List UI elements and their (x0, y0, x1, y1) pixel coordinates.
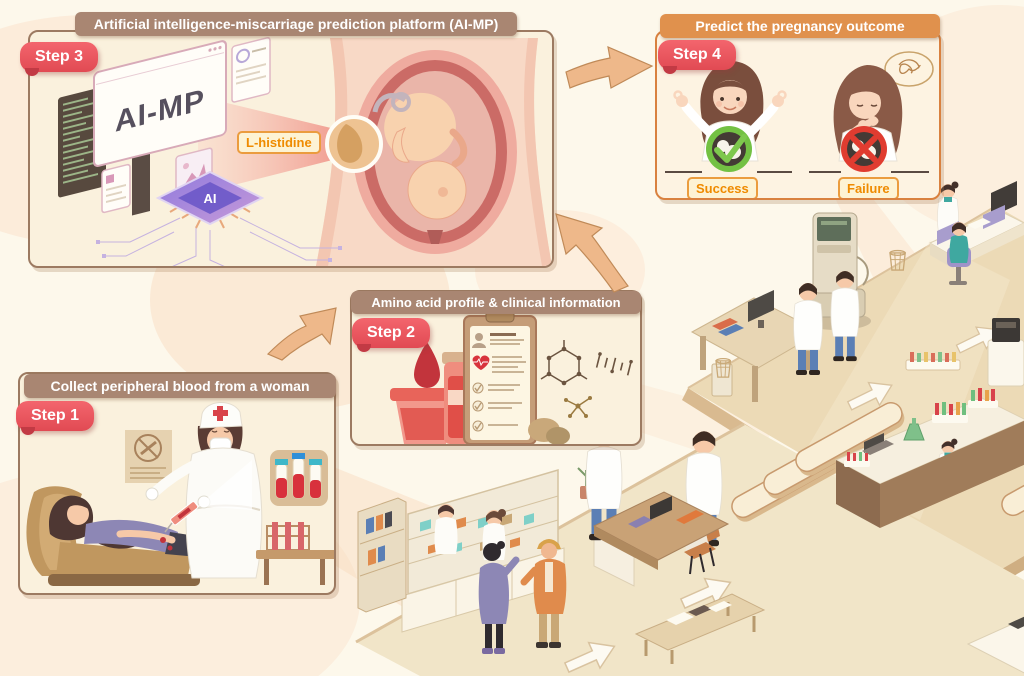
small-molecule-icon (564, 396, 592, 418)
tube-rack (905, 352, 961, 371)
failure-tag: Failure (838, 177, 899, 198)
test-tube-icon (292, 453, 305, 499)
cross-icon (850, 135, 878, 163)
placenta-highlight (325, 115, 383, 173)
ai-computer-illustration: AI-MP (58, 37, 342, 266)
printer-icon (992, 318, 1020, 342)
cells-icon (528, 418, 570, 444)
printer-cabinet (987, 318, 1024, 387)
step2-title: Amino acid profile & clinical informatio… (351, 291, 641, 314)
pregnant-abdomen-illustration (316, 38, 552, 266)
syringe-icon (160, 501, 199, 551)
step1-panel: Collect peripheral blood from a woman St… (16, 372, 336, 595)
test-tube-icon (309, 459, 322, 499)
main-screen (93, 40, 227, 167)
outcome-illustration (665, 51, 934, 173)
test-tube-icon (275, 459, 288, 499)
zoom-cone (198, 460, 252, 510)
l-histidine-tag: L-histidine (237, 131, 321, 154)
step-benches (731, 401, 1024, 522)
bookshelf (357, 497, 407, 613)
step4-badge: Step 4 (658, 40, 737, 74)
consultation-desk (577, 424, 730, 587)
profile-illustration (390, 307, 633, 444)
blood-drop-icon (414, 342, 440, 388)
step1-badge: Step 1 (16, 401, 95, 435)
customer-woman-figure (478, 541, 520, 654)
customer-man-figure (520, 539, 567, 648)
checkmark-icon (714, 134, 747, 163)
laptop-icon (650, 496, 672, 520)
heart-icon (472, 355, 490, 370)
molecule-ring-icon (540, 340, 588, 386)
seated-woman-figure (947, 222, 971, 285)
step3-title: Artificial intelligence-miscarriage pred… (75, 12, 517, 36)
tube-rack-table (256, 522, 334, 585)
step4-title: Predict the pregnancy outcome (660, 14, 940, 38)
lab-bench (834, 388, 1024, 528)
step3-panel: AI-MP (20, 12, 554, 268)
reception-desk (928, 181, 1024, 285)
corner-desk (966, 616, 1024, 674)
blood-tubes-inset (270, 450, 328, 506)
success-tag: Success (687, 177, 758, 198)
monitor-icon (991, 181, 1017, 217)
step2-panel: Amino acid profile & clinical informatio… (350, 290, 642, 446)
chip-label: AI (204, 191, 217, 206)
reading-bench (634, 593, 766, 664)
clipboard-icon (463, 307, 537, 444)
monitor-icon (748, 290, 774, 322)
scribble-icon (898, 59, 921, 74)
step1-title: Collect peripheral blood from a woman (24, 374, 336, 398)
fetus-illustration (372, 92, 468, 244)
pharmacist-figure (434, 504, 458, 554)
blood-draw-illustration (26, 402, 334, 586)
step4-panel: Success Failure Predict the pregnancy ou… (655, 14, 941, 200)
failure-mark-icon (841, 126, 887, 172)
no-injection-poster (125, 430, 172, 483)
patient-icon (475, 333, 483, 341)
step3-badge: Step 3 (20, 42, 99, 76)
ai-mp-illustration: AI-MP (58, 37, 552, 266)
ai-chip-icon: AI (96, 170, 342, 266)
upper-desk (690, 290, 822, 402)
success-mark-icon (706, 126, 752, 172)
sequence-marks-icon (595, 352, 633, 376)
step2-badge: Step 2 (352, 318, 431, 352)
